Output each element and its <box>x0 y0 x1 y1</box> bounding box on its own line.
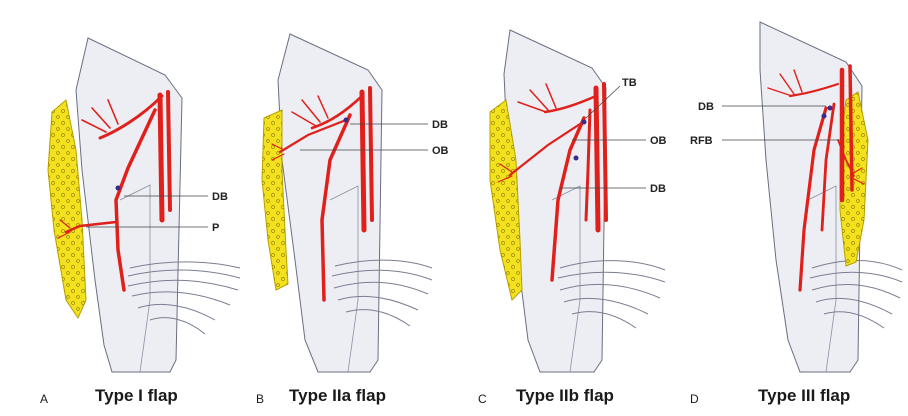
caption-a-title: Type I flap <box>95 386 178 406</box>
label-b-ob: OB <box>432 145 449 157</box>
caption-b-title: Type IIa flap <box>289 386 386 406</box>
caption-c-letter: C <box>478 392 487 406</box>
caption-d-letter: D <box>690 392 699 406</box>
bone-a <box>76 38 182 372</box>
label-b-db: DB <box>432 119 448 131</box>
label-d-db: DB <box>698 101 714 113</box>
caption-b-letter: B <box>256 392 264 406</box>
panel-a: DB P <box>48 38 240 372</box>
label-c-ob: OB <box>650 135 667 147</box>
panel-d: DB RFB <box>690 22 902 372</box>
label-c-db: DB <box>650 183 666 195</box>
bone-b <box>278 34 382 372</box>
caption-c-title: Type IIb flap <box>516 386 614 406</box>
label-d-rfb: RFB <box>690 135 713 147</box>
label-a-db: DB <box>212 191 228 203</box>
caption-d-title: Type III flap <box>758 386 850 406</box>
bone-c <box>504 30 606 372</box>
label-a-p: P <box>212 222 219 234</box>
panel-b: DB OB <box>262 34 449 372</box>
panel-c: TB OB DB <box>490 30 667 372</box>
caption-a-letter: A <box>40 392 48 406</box>
label-c-tb: TB <box>622 77 637 89</box>
